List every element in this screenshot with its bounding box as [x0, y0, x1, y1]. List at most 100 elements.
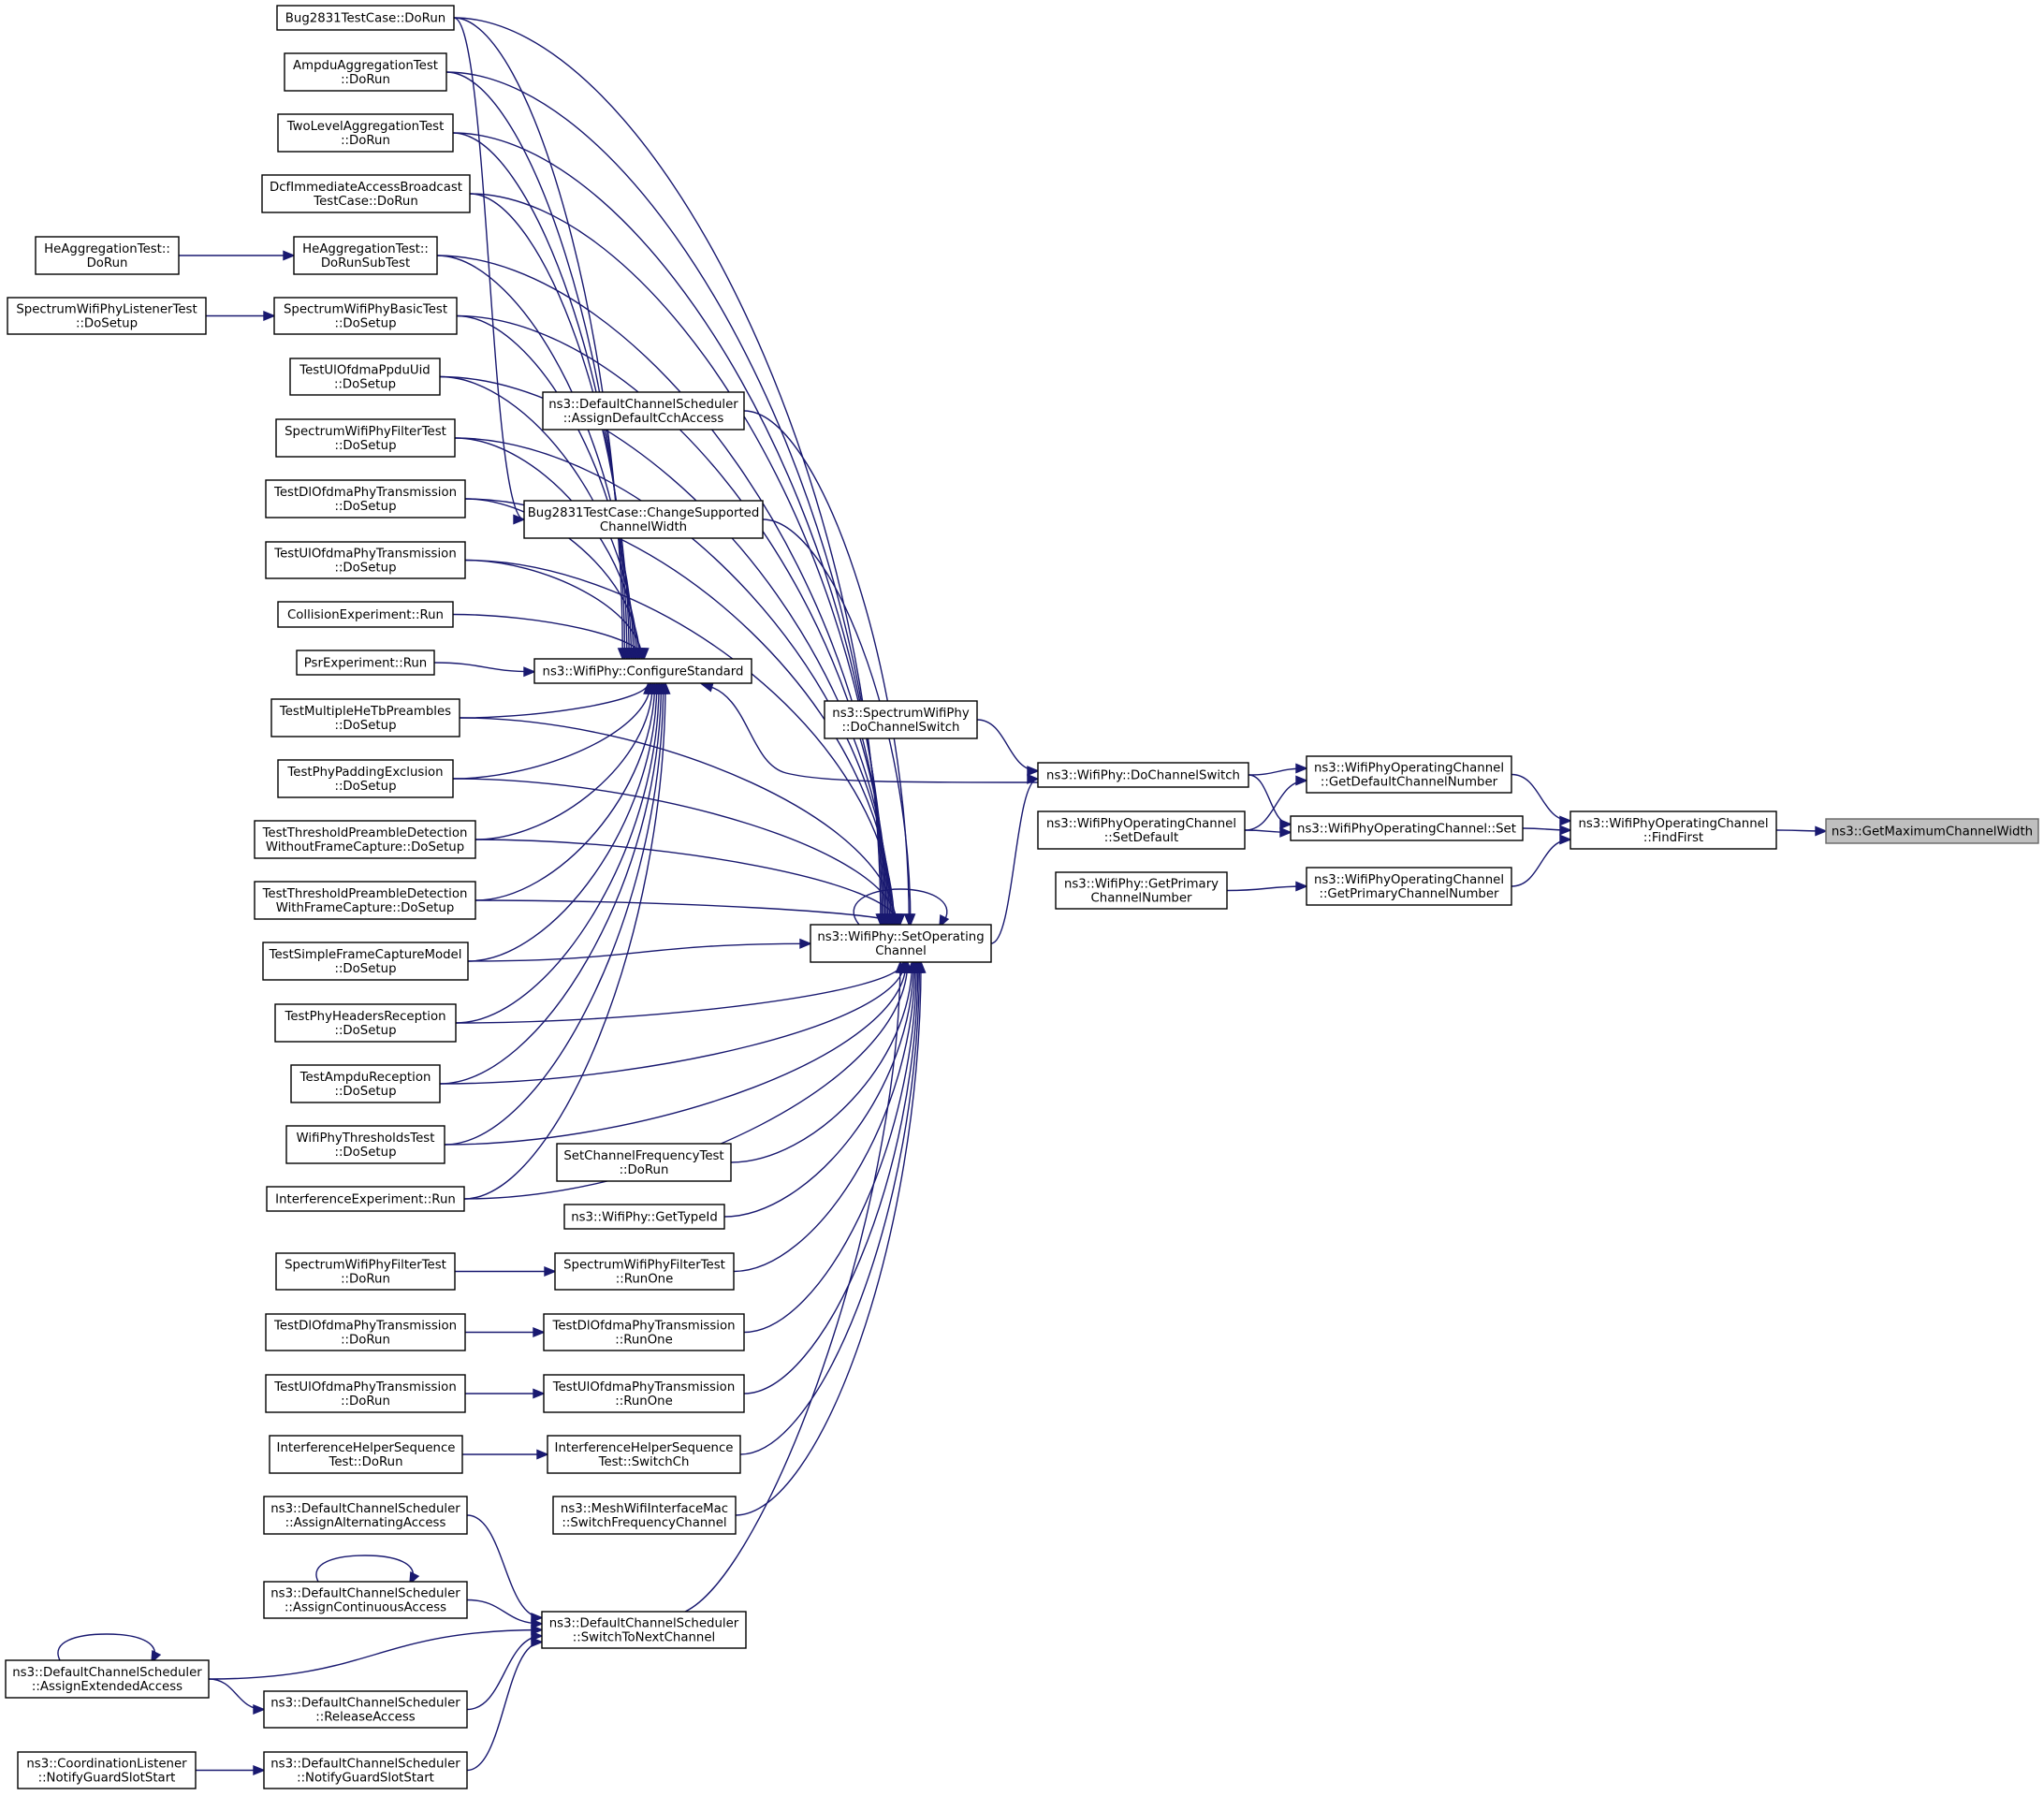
node-TwoLevelAggregation[interactable]: TwoLevelAggregationTest::DoRun	[277, 113, 454, 153]
node-DlOfdmaSetup[interactable]: TestDlOfdmaPhyTransmission::DoSetup	[265, 479, 466, 518]
node-FindFirst[interactable]: ns3::WifiPhyOperatingChannel::FindFirst	[1570, 810, 1777, 850]
node-DlDoRun[interactable]: TestDlOfdmaPhyTransmission::DoRun	[265, 1313, 466, 1351]
node-WifiPhyGetPrimary[interactable]: ns3::WifiPhy::GetPrimaryChannelNumber	[1055, 871, 1228, 910]
node-UlRunOne[interactable]: TestUlOfdmaPhyTransmission::RunOne	[543, 1374, 745, 1413]
arrowhead-icon	[660, 681, 671, 694]
edge-line	[452, 613, 645, 660]
edge-AssignExtended-to-SwitchToNext	[208, 1624, 544, 1680]
edge-line	[454, 437, 892, 926]
node-TestUlOfdmaPpduUid[interactable]: TestUlOfdmaPpduUid::DoSetup	[289, 358, 441, 396]
node-box	[275, 1252, 456, 1291]
node-Bug2831DoRun[interactable]: Bug2831TestCase::DoRun	[276, 5, 455, 31]
node-UlOfdmaSetup[interactable]: TestUlOfdmaPhyTransmission::DoSetup	[265, 541, 466, 579]
edge-Bug2831DoRun-to-ConfigureStandard	[453, 17, 628, 661]
node-ReleaseAccess[interactable]: ns3::DefaultChannelScheduler::ReleaseAcc…	[263, 1690, 468, 1729]
node-AssignDefaultCch[interactable]: ns3::DefaultChannelScheduler::AssignDefa…	[542, 391, 745, 431]
node-label: ChannelNumber	[1090, 892, 1192, 906]
edge-FilterDoRun-to-FilterRunOne	[454, 1265, 557, 1278]
node-PaddingExclusion[interactable]: TestPhyPaddingExclusion::DoSetup	[277, 759, 454, 798]
edge-SpectrumDoChannelSwitch-to-DoChannelSwitch	[976, 719, 1040, 777]
edge-Bug2831DoRun-to-Bug2831Change	[453, 17, 526, 525]
node-label: ::AssignAlternatingAccess	[285, 1516, 446, 1530]
edge-line	[730, 961, 913, 1163]
node-label: ::AssignExtendedAccess	[32, 1680, 182, 1694]
node-label: TestPhyPaddingExclusion	[286, 766, 443, 780]
edge-line	[466, 1635, 543, 1711]
node-label: ns3::WifiPhyOperatingChannel	[1578, 817, 1768, 831]
node-box	[274, 1003, 457, 1043]
node-PsrRun[interactable]: PsrExperiment::Run	[296, 650, 435, 676]
node-FilterDoRun[interactable]: SpectrumWifiPhyFilterTest::DoRun	[275, 1252, 456, 1291]
arrowhead-icon	[531, 1624, 544, 1636]
node-OpSet[interactable]: ns3::WifiPhyOperatingChannel::Set	[1290, 815, 1524, 841]
node-HeAggSubTest[interactable]: HeAggregationTest::DoRunSubTest	[293, 236, 438, 275]
edge-line	[436, 255, 633, 660]
edge-line	[743, 961, 919, 1394]
edge-line	[463, 961, 909, 1200]
node-box	[263, 1581, 468, 1619]
node-UlDoRun[interactable]: TestUlOfdmaPhyTransmission::DoRun	[265, 1374, 466, 1413]
node-ConfigureStandard[interactable]: ns3::WifiPhy::ConfigureStandard	[533, 658, 752, 684]
node-Bug2831Change[interactable]: Bug2831TestCase::ChangeSupportedChannelW…	[523, 500, 764, 539]
node-SpectrumDoChannelSwitch[interactable]: ns3::SpectrumWifiPhy::DoChannelSwitch	[824, 700, 978, 739]
node-AmpduAggregation[interactable]: AmpduAggregationTest::DoRun	[284, 52, 447, 92]
node-NotifyGuardSched[interactable]: ns3::DefaultChannelScheduler::NotifyGuar…	[263, 1751, 468, 1789]
node-SetDefault[interactable]: ns3::WifiPhyOperatingChannel::SetDefault	[1037, 810, 1246, 850]
arrowhead-icon	[1295, 763, 1308, 774]
node-HeAggDoRun[interactable]: HeAggregationTest::DoRun	[35, 236, 180, 275]
node-DlRunOne[interactable]: TestDlOfdmaPhyTransmission::RunOne	[543, 1313, 745, 1351]
node-box	[552, 1496, 737, 1535]
node-SetChannelFreq[interactable]: SetChannelFrequencyTest::DoRun	[556, 1143, 732, 1182]
edge-line	[57, 1633, 156, 1661]
node-box	[254, 820, 476, 859]
node-label: ::NotifyGuardSlotStart	[38, 1772, 176, 1786]
node-NotifyGuardCoord[interactable]: ns3::CoordinationListener::NotifyGuardSl…	[17, 1751, 197, 1789]
node-SimpleFrameCapture[interactable]: TestSimpleFrameCaptureModel::DoSetup	[262, 942, 469, 981]
edge-line	[474, 899, 901, 926]
node-SwitchToNext[interactable]: ns3::DefaultChannelScheduler::SwitchToNe…	[541, 1611, 747, 1649]
node-GetPrimaryChannelNumberOp[interactable]: ns3::WifiPhyOperatingChannel::GetPrimary…	[1306, 867, 1512, 906]
edge-line	[315, 1555, 415, 1583]
node-label: DcfImmediateAccessBroadcast	[270, 181, 462, 195]
node-AssignAlternating[interactable]: ns3::DefaultChannelScheduler::AssignAlte…	[263, 1496, 468, 1535]
edge-line	[733, 961, 916, 1273]
edge-line	[976, 719, 1039, 772]
edge-FindFirst-to-GetMaximumChannelWidth	[1775, 825, 1828, 837]
node-SpectrumBasicTest[interactable]: SpectrumWifiPhyBasicTest::DoSetup	[273, 297, 458, 335]
node-label: CollisionExperiment::Run	[287, 608, 444, 622]
node-ThreshWithout[interactable]: TestThresholdPreambleDetectionWithoutFra…	[254, 820, 476, 859]
node-ThresholdsTest[interactable]: WifiPhyThresholdsTest::DoSetup	[285, 1125, 445, 1164]
node-SpectrumListenerTest[interactable]: SpectrumWifiPhyListenerTest::DoSetup	[7, 297, 207, 335]
node-AssignExtended[interactable]: ns3::DefaultChannelScheduler::AssignExte…	[5, 1659, 210, 1699]
node-InterferenceRun[interactable]: InterferenceExperiment::Run	[266, 1186, 465, 1212]
node-box	[543, 1313, 745, 1351]
node-label: ns3::WifiPhyOperatingChannel	[1314, 873, 1504, 887]
edge-AssignContinuous-to-AssignContinuous	[315, 1555, 420, 1585]
node-CollisionRun[interactable]: CollisionExperiment::Run	[277, 601, 454, 628]
node-SpectrumFilterSetup[interactable]: SpectrumWifiPhyFilterTest::DoSetup	[275, 418, 456, 458]
edge-AmpduReception-to-SetOperatingChannel	[439, 960, 911, 1085]
node-GetTypeId[interactable]: ns3::WifiPhy::GetTypeId	[563, 1204, 725, 1230]
node-box	[1825, 818, 2039, 844]
node-AmpduReception[interactable]: TestAmpduReception::DoSetup	[290, 1064, 441, 1103]
node-GetDefaultChannelNumber[interactable]: ns3::WifiPhyOperatingChannel::GetDefault…	[1306, 755, 1512, 794]
node-FilterRunOne[interactable]: SpectrumWifiPhyFilterTest::RunOne	[554, 1252, 735, 1291]
node-DcfImmediate[interactable]: DcfImmediateAccessBroadcastTestCase::DoR…	[261, 174, 471, 213]
node-GetMaximumChannelWidth[interactable]: ns3::GetMaximumChannelWidth	[1825, 818, 2039, 844]
node-ThreshWith[interactable]: TestThresholdPreambleDetectionWithFrameC…	[254, 881, 476, 920]
node-DoChannelSwitch[interactable]: ns3::WifiPhy::DoChannelSwitch	[1037, 762, 1249, 788]
edge-AssignExtended-to-ReleaseAccess	[208, 1678, 266, 1716]
node-label: ns3::CoordinationListener	[26, 1758, 187, 1772]
node-label: ::GetPrimaryChannelNumber	[1319, 887, 1499, 901]
node-label: DoRun	[87, 256, 128, 270]
edge-line	[439, 961, 906, 1085]
node-label: Bug2831TestCase::ChangeSupported	[528, 506, 760, 520]
node-MeshSwitchFreq[interactable]: ns3::MeshWifiInterfaceMac::SwitchFrequen…	[552, 1496, 737, 1535]
node-HeadersReception[interactable]: TestPhyHeadersReception::DoSetup	[274, 1003, 457, 1043]
node-MultipleHeTb[interactable]: TestMultipleHeTbPreambles::DoSetup	[270, 698, 460, 737]
node-AssignContinuous[interactable]: ns3::DefaultChannelScheduler::AssignCont…	[263, 1581, 468, 1619]
edge-line	[739, 961, 921, 1455]
